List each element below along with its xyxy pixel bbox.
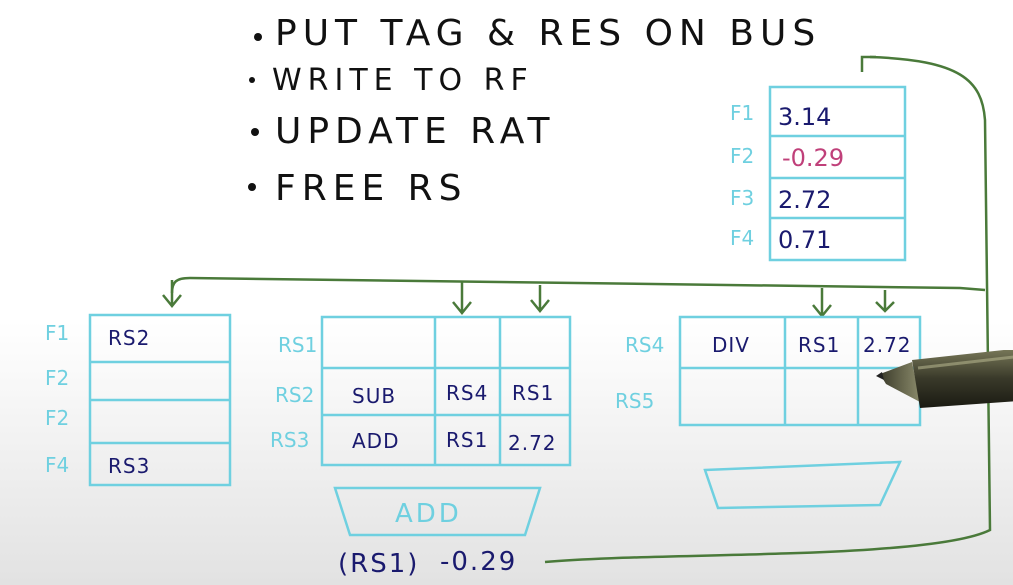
mul-rs-src2-1: 2.72	[863, 333, 912, 357]
bullet-item-3: UPDATE RAT	[275, 111, 556, 152]
bullet-dot	[249, 77, 255, 83]
add-reservation-stations: RS1 RS2 RS3 SUB RS4 RS1 ADD RS1 2.72	[270, 315, 572, 467]
rat-table: F1 F2 F2 F4 RS2 RS3	[45, 313, 232, 487]
mul-unit-shape	[703, 460, 902, 510]
pen-icon	[876, 350, 1013, 408]
bullet-item-1: PUT TAG & RES ON BUS	[275, 13, 821, 54]
bullet-item-4: FREE RS	[275, 168, 468, 209]
rat-label-4: F4	[45, 453, 69, 477]
bus-arrowhead-rf	[860, 55, 876, 72]
bus-arrow-mul-rs-1	[812, 288, 832, 318]
common-data-bus	[162, 55, 992, 564]
mul-rs-label-2: RS5	[615, 389, 654, 413]
add-rs-label-2: RS2	[275, 383, 314, 407]
bus-arrow-add-rs-2	[530, 285, 550, 313]
rat-label-3: F2	[45, 406, 69, 430]
bus-arrow-mul-rs-2	[875, 290, 895, 313]
rat-label-2: F2	[45, 366, 69, 390]
add-unit-shape	[333, 486, 542, 537]
rf-label-f2: F2	[730, 144, 754, 168]
add-rs-op-2: SUB	[352, 384, 396, 408]
rf-label-f4: F4	[730, 226, 754, 250]
bus-horizontal-line	[170, 276, 986, 294]
bus-arrow-add-rs-1	[452, 282, 472, 315]
mul-unit	[703, 460, 902, 510]
bullet-item-2: WRITE TO RF	[272, 63, 534, 98]
rat-label-1: F1	[45, 321, 69, 345]
register-file: F1 F2 F3 F4 3.14 -0.29 2.72 0.71	[730, 85, 907, 262]
register-file-box	[768, 85, 907, 262]
add-rs-src2-2: RS1	[512, 381, 554, 405]
result-tag: (RS1)	[338, 549, 419, 579]
bullet-list: PUT TAG & RES ON BUS WRITE TO RF UPDATE …	[248, 13, 821, 209]
add-unit-label: ADD	[395, 499, 462, 529]
bus-feedback-line	[544, 55, 992, 564]
rf-value-f2: -0.29	[782, 144, 844, 172]
bullet-dot	[251, 128, 259, 136]
rf-value-f3: 2.72	[778, 186, 831, 214]
add-rs-src1-3: RS1	[446, 428, 488, 452]
add-rs-box	[320, 315, 572, 467]
broadcast-result: (RS1) -0.29	[338, 547, 517, 579]
rf-value-f1: 3.14	[778, 103, 831, 131]
add-rs-label-3: RS3	[270, 428, 309, 452]
bullet-dot	[248, 183, 256, 191]
rf-label-f1: F1	[730, 101, 754, 125]
bullet-dot	[254, 33, 262, 41]
mul-reservation-stations: RS4 RS5 DIV RS1 2.72	[615, 315, 922, 427]
result-value: -0.29	[440, 547, 517, 577]
rat-entry-4: RS3	[108, 454, 150, 478]
add-unit: ADD	[333, 486, 542, 537]
add-rs-label-1: RS1	[278, 333, 317, 357]
mul-rs-op-1: DIV	[712, 333, 750, 357]
add-rs-op-3: ADD	[352, 429, 399, 453]
add-rs-src1-2: RS4	[446, 381, 488, 405]
rf-label-f3: F3	[730, 186, 754, 210]
add-rs-src2-3: 2.72	[508, 431, 557, 455]
bus-arrow-rat	[162, 280, 182, 308]
mul-rs-label-1: RS4	[625, 333, 664, 357]
mul-rs-src1-1: RS1	[798, 333, 840, 357]
rat-entry-1: RS2	[108, 326, 150, 350]
rf-value-f4: 0.71	[778, 226, 831, 254]
